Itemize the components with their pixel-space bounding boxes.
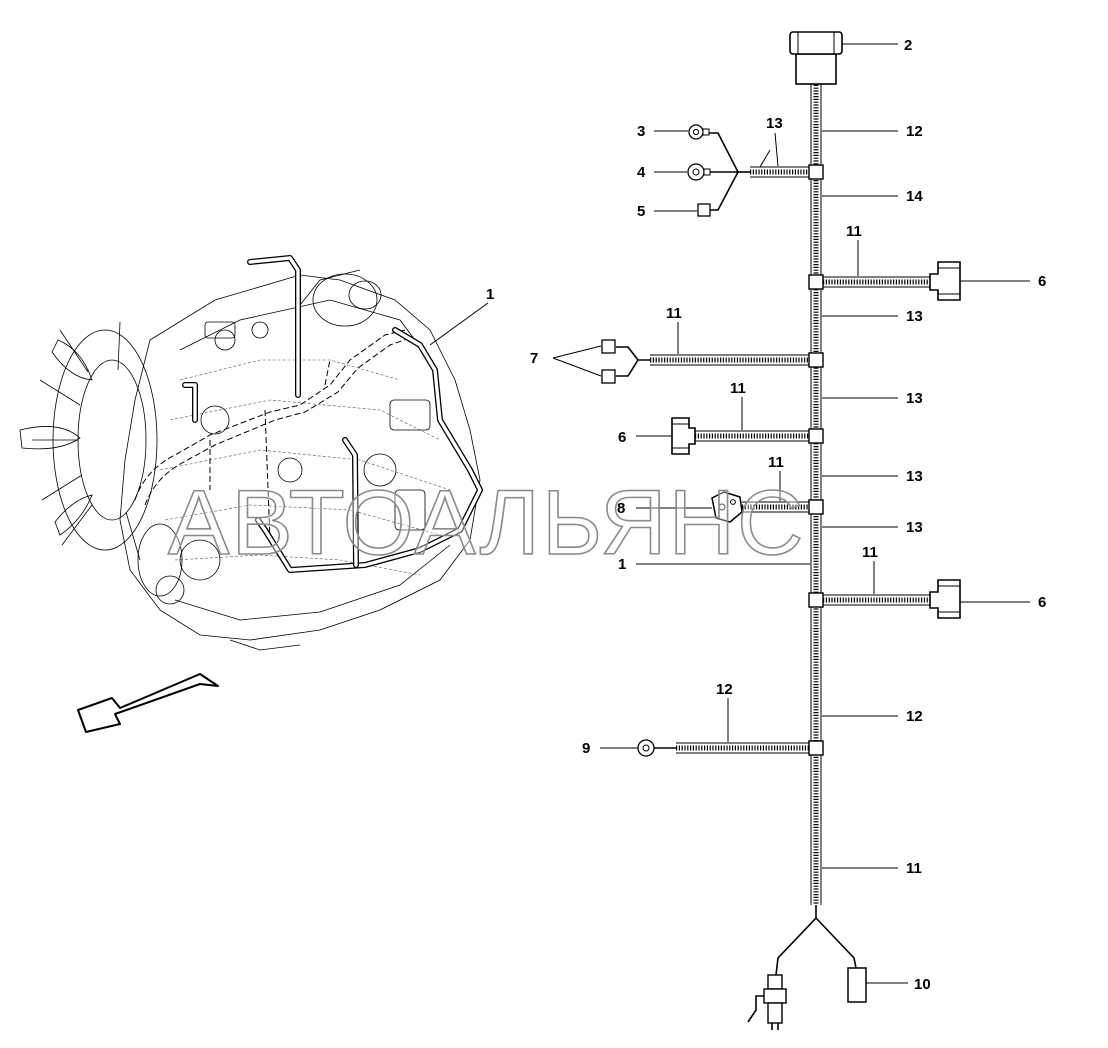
- ring-terminal-3: [688, 124, 710, 140]
- sensor-8: [711, 491, 743, 523]
- callout-11-left-upper: 11: [666, 305, 682, 322]
- callout-1-engine: 1: [486, 286, 494, 303]
- ring-terminal-9: [637, 739, 655, 757]
- callout-2: 2: [904, 37, 912, 54]
- direction-arrow-icon: [77, 673, 219, 733]
- callout-11-bot-right: 11: [862, 544, 878, 561]
- ring-terminal-4: [687, 163, 711, 181]
- callout-12-right: 12: [906, 708, 923, 725]
- callout-6-bot: 6: [1038, 594, 1046, 611]
- callout-14: 14: [906, 188, 923, 205]
- watermark-text: АВТОАЛЬЯНС: [168, 472, 806, 574]
- callout-13-a: 13: [906, 308, 923, 325]
- connector-7-lower: [601, 369, 616, 384]
- connector-6-mid: [671, 417, 696, 455]
- callout-5: 5: [637, 203, 645, 220]
- callout-1-harness: 1: [618, 556, 626, 573]
- callout-13-c: 13: [906, 468, 923, 485]
- connector-6-top: [929, 261, 961, 301]
- callout-8: 8: [617, 500, 625, 517]
- engine-pipes: [182, 255, 483, 573]
- connector-6-bot: [929, 579, 961, 619]
- callout-12-top: 12: [906, 123, 923, 140]
- callout-11-bottom: 11: [906, 860, 922, 877]
- connector-10: [847, 967, 867, 1003]
- connector-bottom-plug: [747, 974, 787, 1030]
- callout-13-b: 13: [906, 390, 923, 407]
- callout-9: 9: [582, 740, 590, 757]
- callout-11-top-right: 11: [846, 223, 862, 240]
- callout-6-top: 6: [1038, 273, 1046, 290]
- callout-11-sensor-branch: 11: [768, 454, 784, 471]
- engine-fan: [19, 321, 158, 561]
- connector-7-upper: [601, 339, 616, 354]
- callout-12-left: 12: [716, 681, 733, 698]
- engine-turbocharger: [299, 269, 382, 327]
- callout-7: 7: [530, 350, 538, 367]
- connector-2: [789, 31, 843, 85]
- callout-3: 3: [637, 123, 645, 140]
- callout-4: 4: [637, 164, 646, 181]
- connector-5: [697, 203, 711, 217]
- engine-illustration: 1: [19, 255, 494, 651]
- callout-13-upper-branch: 13: [766, 115, 783, 132]
- callout-6-mid: 6: [618, 429, 626, 446]
- callout-13-d: 13: [906, 519, 923, 536]
- wiring-harness: 2 12 13 3 4: [530, 31, 1046, 1030]
- callout-10: 10: [914, 976, 931, 993]
- callout-11-left-mid: 11: [730, 380, 746, 397]
